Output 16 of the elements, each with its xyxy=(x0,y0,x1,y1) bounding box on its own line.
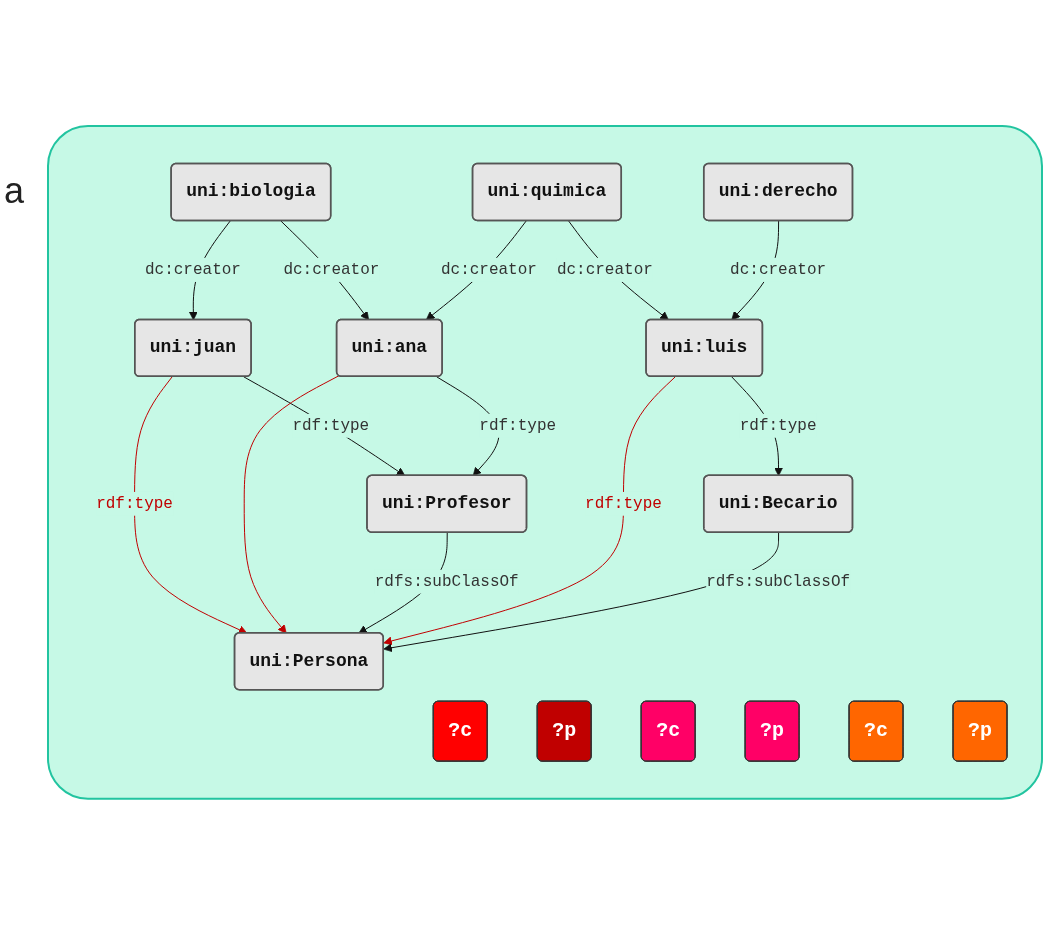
edge-label: rdf:type xyxy=(96,494,173,513)
note-text: a xyxy=(4,170,25,212)
edge-label: rdf:type xyxy=(739,417,817,436)
edge-label: dc:creator xyxy=(556,261,653,280)
edge-label: dc:creator xyxy=(144,261,241,280)
arrow xyxy=(243,375,340,634)
edge-label: rdfs:subClassOf xyxy=(706,572,851,591)
edge-label: dc:creator xyxy=(730,261,827,280)
cluster xyxy=(47,125,1043,800)
edge-label: rdf:type xyxy=(479,417,557,436)
edge-label: dc:creator xyxy=(283,261,380,280)
edge-label: rdf:type xyxy=(585,494,662,513)
edge-label: rdfs:subClassOf xyxy=(374,572,519,591)
edge-label: dc:creator xyxy=(440,261,537,280)
edge-label: rdf:type xyxy=(292,417,370,436)
arrow xyxy=(243,376,406,477)
